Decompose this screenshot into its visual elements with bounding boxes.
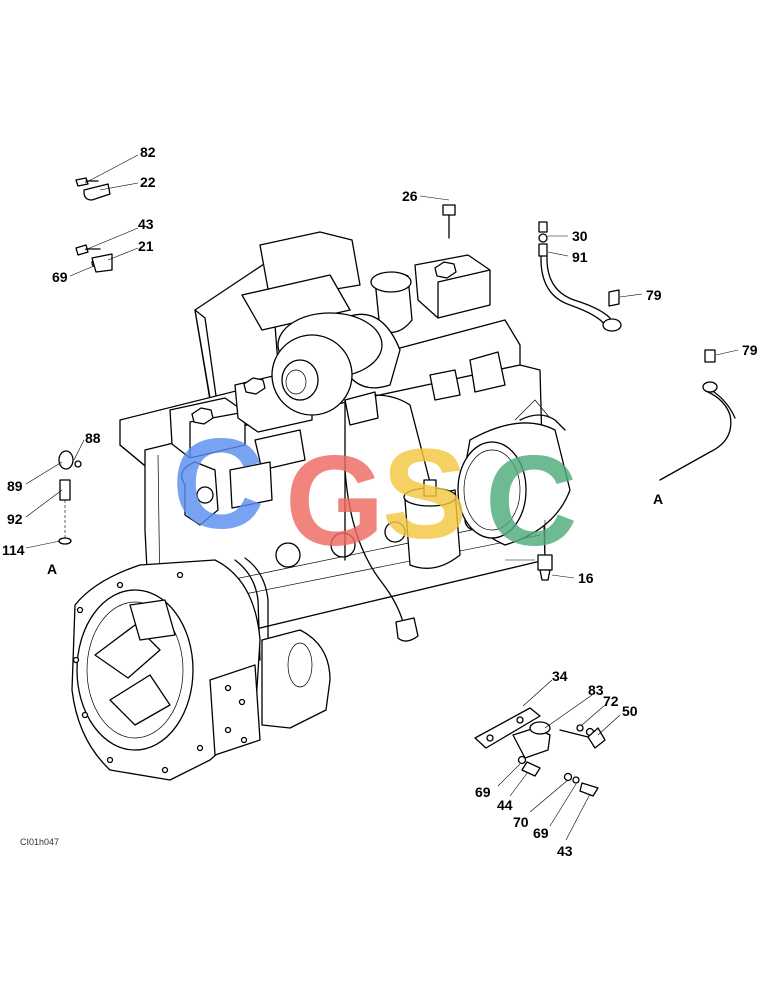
callout-label: 34: [552, 668, 568, 684]
watermark-letter: C: [485, 430, 577, 573]
hose-assembly-79-A: [659, 349, 736, 481]
bracket-assembly-upper-left: [75, 177, 113, 273]
callout-label: 92: [7, 511, 23, 527]
callout-label: 89: [7, 478, 23, 494]
callout-label: 44: [497, 797, 513, 813]
callout-labels: 82 22 43 21 69 26 30 91 79 79 A 88 89 92…: [2, 144, 758, 859]
callout-label: 70: [513, 814, 529, 830]
hose-assembly-30-91: [538, 221, 622, 332]
engine-block: [71, 231, 571, 781]
callout-label: 69: [475, 784, 491, 800]
callout-label: 30: [572, 228, 588, 244]
callout-label: 69: [52, 269, 68, 285]
bolt-26: [442, 204, 456, 239]
flywheel-bolt-ring: [72, 571, 204, 774]
watermark-logo: C G S C: [172, 413, 577, 573]
callout-label: A: [47, 561, 57, 577]
leader-lines: [25, 154, 739, 841]
callout-label: 50: [622, 703, 638, 719]
hose-assembly-left: [58, 450, 82, 545]
callout-label: 43: [138, 216, 154, 232]
callout-label: 114: [2, 542, 25, 558]
watermark-letter: S: [382, 423, 467, 566]
callout-label: A: [653, 491, 663, 507]
callout-label: 79: [646, 287, 662, 303]
watermark-letter: G: [285, 430, 385, 573]
sensor-16: [505, 520, 553, 581]
callout-label: 72: [603, 693, 619, 709]
callout-label: 69: [533, 825, 549, 841]
callout-label: 21: [138, 238, 154, 254]
callout-label: 16: [578, 570, 594, 586]
callout-label: 79: [742, 342, 758, 358]
callout-label: 82: [140, 144, 156, 160]
callout-label: 22: [140, 174, 156, 190]
watermark-letter: C: [172, 413, 264, 556]
callout-label: 91: [572, 249, 588, 265]
callout-label: 88: [85, 430, 101, 446]
callout-label: 26: [402, 188, 418, 204]
callout-label: 83: [588, 682, 604, 698]
drawing-number: CI01h047: [20, 837, 59, 847]
bracket-assembly-lower-right: [474, 707, 606, 797]
callout-label: 43: [557, 843, 573, 859]
